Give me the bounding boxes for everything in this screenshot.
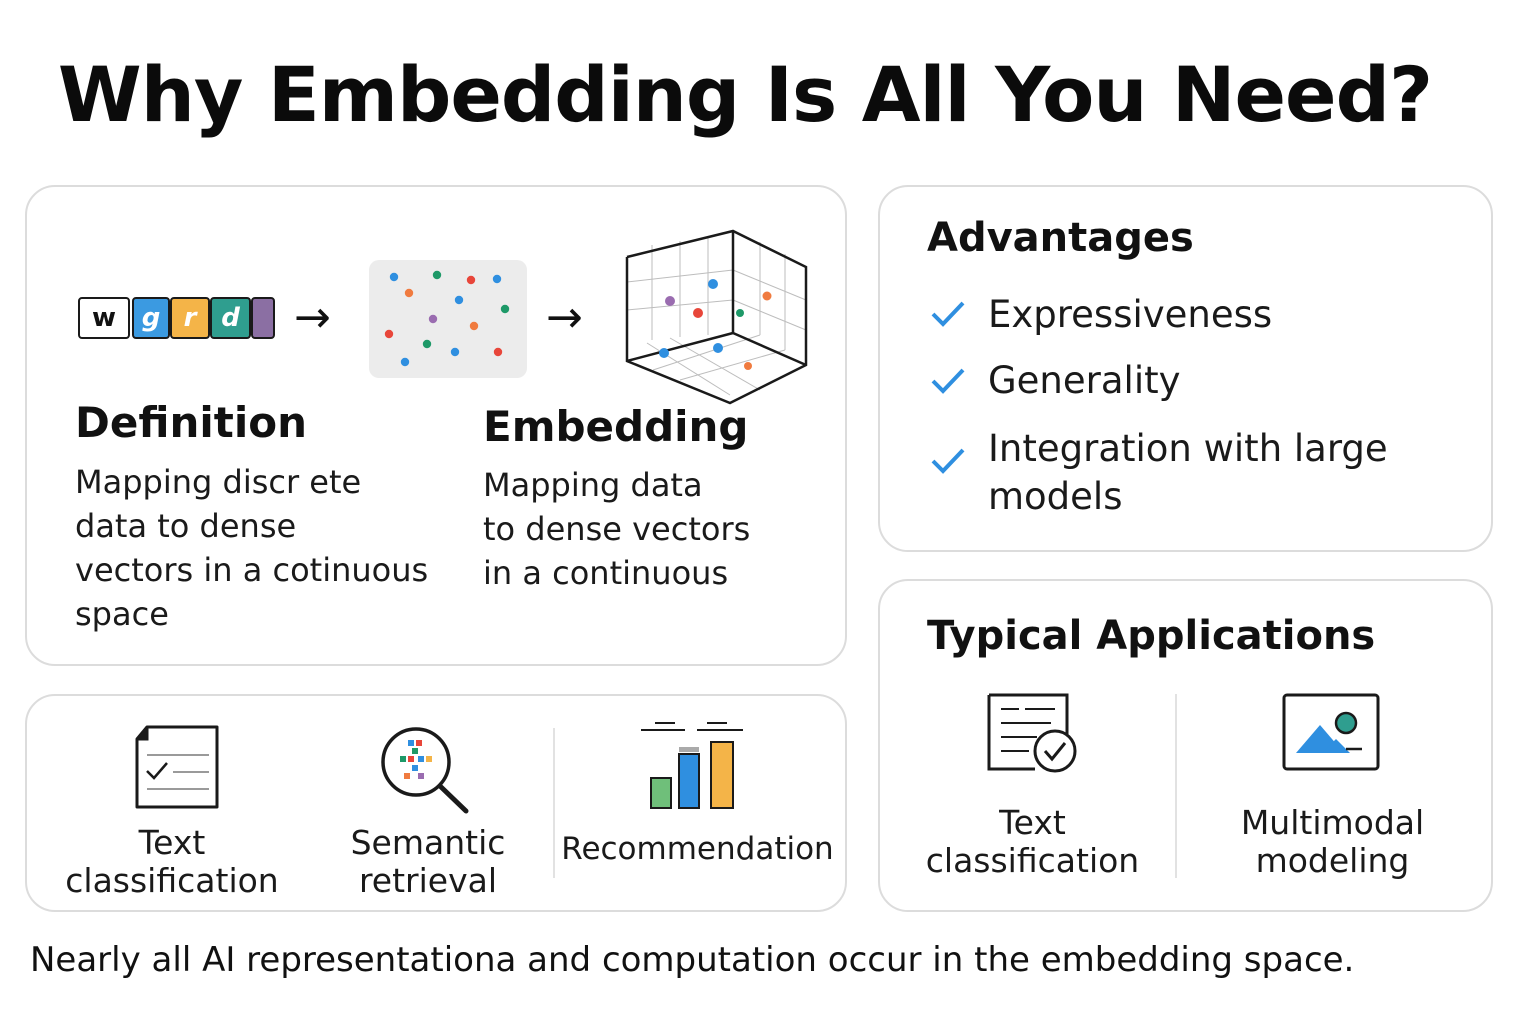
checkmark-icon [931,368,965,394]
scatter-point [454,295,464,305]
scatter-points-icon [369,260,527,378]
checkmark-icon [931,301,965,327]
token-block: d [210,297,251,339]
token-block: w [78,297,130,339]
typical-app-label: Multimodal modeling [1240,803,1425,880]
bar-chart-icon [641,722,743,809]
scatter-point [432,270,442,280]
advantage-item: Expressiveness [988,293,1273,336]
token-block [251,297,275,339]
page-title: Why Embedding Is All You Need? [57,50,1433,139]
scatter-point [422,339,432,349]
scatter-point [493,347,503,357]
left-app-label: Semantic retrieval [350,823,506,900]
scatter-point [428,314,438,324]
typical-applications-heading: Typical Applications [927,613,1376,659]
advantage-item: Generality [988,359,1181,402]
advantages-heading: Advantages [927,215,1194,261]
scatter-point [389,272,399,282]
scatter-point [450,347,460,357]
embedding-space-cube-icon [625,229,808,405]
advantages-card [878,185,1493,552]
footer-text: Nearly all AI representationa and comput… [30,940,1355,980]
left-app-label: Text classification [65,823,279,900]
definition-text: Mapping discr ete data to dense vectors … [75,463,429,633]
definition-heading: Definition [75,398,308,447]
token-block: r [170,297,210,339]
scatter-point [384,329,394,339]
left-app-label: Recommendation [561,831,834,867]
embedding-heading: Embedding [483,402,749,451]
typical-app-label: Text classification [925,803,1140,880]
scatter-point [400,357,410,367]
token-block: g [132,297,170,339]
right-arrow-icon: → [294,292,331,343]
scatter-point [469,321,479,331]
scatter-point [500,304,510,314]
scatter-point [466,275,476,285]
document-check-icon [135,725,219,809]
scatter-point [492,274,502,284]
advantage-item: Integration with large models [988,427,1388,518]
document-check-icon [987,693,1077,773]
embedding-text: Mapping data to dense vectors in a conti… [483,466,751,592]
scatter-point [404,288,414,298]
image-icon [1282,693,1380,771]
typical-applications-card [878,579,1493,912]
right-arrow-icon: → [546,292,583,343]
divider [553,728,555,878]
magnifier-icon [381,727,469,814]
divider [1175,694,1177,878]
checkmark-icon [931,448,965,474]
